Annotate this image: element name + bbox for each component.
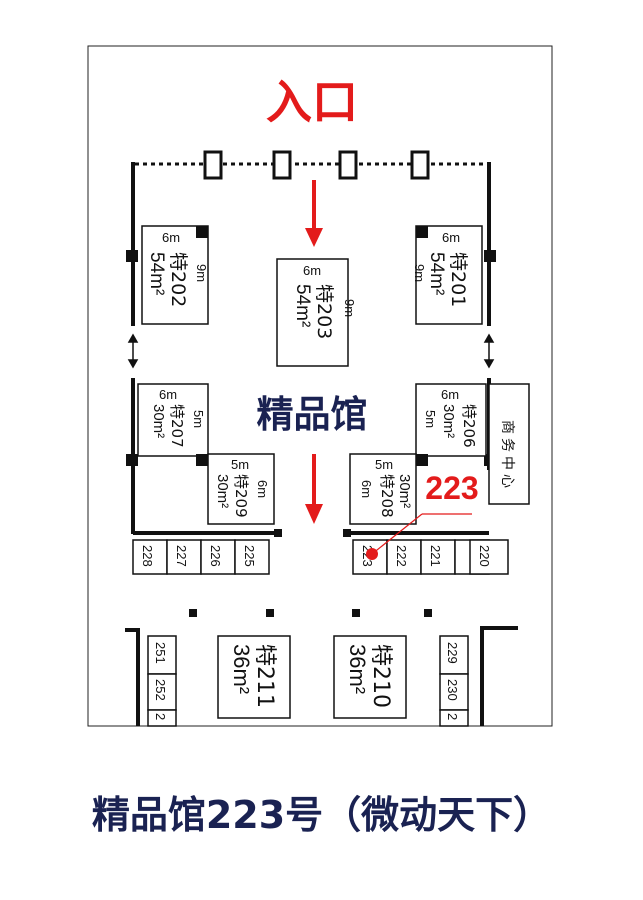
entrance-door [272, 150, 292, 180]
svg-text:5m: 5m [231, 457, 249, 472]
svg-text:228: 228 [140, 545, 155, 567]
small-booth[interactable] [234, 539, 270, 575]
double-arrow-icon [483, 333, 495, 369]
svg-text:220: 220 [477, 545, 492, 567]
svg-text:227: 227 [174, 545, 189, 567]
small-booth-column-right: 229 230 2 [439, 635, 469, 727]
post [424, 609, 432, 617]
small-booth[interactable] [147, 673, 177, 711]
booth-202[interactable]: 6m 9m 特202 54m² [141, 225, 209, 325]
red-arrow-icon [305, 454, 323, 524]
small-booth[interactable] [147, 709, 177, 727]
svg-text:心: 心 [499, 474, 515, 488]
booth-210[interactable]: 特210 36m² [333, 635, 407, 719]
svg-text:5m: 5m [375, 457, 393, 472]
svg-text:9m: 9m [412, 264, 427, 282]
svg-text:特202: 特202 [167, 252, 189, 307]
post [352, 609, 360, 617]
svg-text:特210: 特210 [368, 644, 393, 708]
svg-text:6m: 6m [162, 230, 180, 245]
svg-text:9m: 9m [342, 299, 357, 317]
small-booth[interactable] [439, 635, 469, 675]
svg-text:54m²: 54m² [426, 252, 447, 295]
svg-text:特211: 特211 [252, 644, 277, 708]
svg-text:6m: 6m [441, 387, 459, 402]
svg-text:特207: 特207 [168, 404, 186, 448]
svg-text:226: 226 [208, 545, 223, 567]
svg-text:商: 商 [499, 420, 515, 434]
svg-text:特206: 特206 [460, 404, 478, 448]
entrance-door [203, 150, 223, 180]
small-booth[interactable] [166, 539, 202, 575]
svg-text:6m: 6m [442, 230, 460, 245]
wall-post [126, 250, 138, 262]
entrance-door [338, 150, 358, 180]
svg-text:6m: 6m [255, 480, 270, 498]
location-dot-icon [366, 548, 378, 560]
svg-text:30m²: 30m² [150, 404, 167, 438]
booth-207[interactable]: 6m 5m 特207 30m² [137, 383, 209, 457]
svg-text:222: 222 [394, 545, 409, 567]
highlight-label: 223 [425, 470, 478, 506]
small-booth-row-right: 223 222 221 220 [352, 539, 509, 575]
entrance-door [410, 150, 430, 180]
booth-209[interactable]: 5m 6m 特209 30m² [196, 453, 275, 525]
svg-text:6m: 6m [303, 263, 321, 278]
svg-text:54m²: 54m² [146, 252, 167, 295]
svg-text:特203: 特203 [313, 284, 335, 339]
small-booth[interactable] [469, 539, 509, 575]
svg-text:30m²: 30m² [396, 474, 413, 508]
svg-text:务: 务 [499, 438, 515, 452]
red-arrow-icon [305, 180, 323, 247]
svg-text:30m²: 30m² [214, 474, 231, 508]
wall-post [343, 529, 351, 537]
business-center[interactable]: 商 务 中 心 [488, 383, 530, 505]
booth-201[interactable]: 6m 特201 54m² 9m [412, 225, 483, 325]
svg-text:221: 221 [428, 545, 443, 567]
svg-text:225: 225 [242, 545, 257, 567]
booth-211[interactable]: 特211 36m² [217, 635, 291, 719]
svg-text:5m: 5m [423, 410, 438, 428]
svg-text:5m: 5m [191, 410, 206, 428]
post [266, 609, 274, 617]
svg-text:9m: 9m [194, 264, 209, 282]
wall-post [274, 529, 282, 537]
small-booth[interactable] [147, 635, 177, 675]
small-booth-column-left: 251 252 2 [147, 635, 177, 727]
svg-text:229: 229 [445, 642, 460, 664]
small-booth[interactable] [386, 539, 422, 575]
svg-text:特208: 特208 [378, 474, 396, 518]
page-caption: 精品馆223号（微动天下） [91, 793, 552, 837]
svg-text:54m²: 54m² [292, 284, 313, 327]
post [189, 609, 197, 617]
entrance-label: 入口 [266, 75, 358, 129]
svg-text:251: 251 [153, 642, 168, 664]
svg-text:30m²: 30m² [440, 404, 457, 438]
svg-text:252: 252 [153, 679, 168, 701]
booth-208[interactable]: 5m 特208 30m² 6m [349, 453, 428, 525]
svg-text:特209: 特209 [232, 474, 250, 518]
svg-text:中: 中 [499, 456, 515, 470]
booth-206[interactable]: 6m 30m² 特206 5m [415, 383, 487, 457]
double-arrow-icon [127, 333, 139, 369]
svg-text:36m²: 36m² [345, 644, 370, 694]
svg-text:230: 230 [445, 679, 460, 701]
svg-text:2: 2 [445, 713, 460, 720]
small-booth-row-left: 228 227 226 225 [132, 539, 270, 575]
highlight-marker-223[interactable]: 223 [366, 470, 479, 560]
svg-text:2: 2 [153, 713, 168, 720]
wall-post [484, 250, 496, 262]
booth-203[interactable]: 6m 9m 特203 54m² [276, 258, 357, 367]
svg-text:36m²: 36m² [229, 644, 254, 694]
svg-text:6m: 6m [359, 480, 374, 498]
svg-text:特201: 特201 [447, 252, 469, 307]
svg-text:6m: 6m [159, 387, 177, 402]
wall-post [126, 454, 138, 466]
small-booth[interactable] [200, 539, 236, 575]
small-booth[interactable] [439, 709, 469, 727]
hall-label: 精品馆 [257, 393, 368, 436]
small-booth-223[interactable] [352, 539, 388, 575]
